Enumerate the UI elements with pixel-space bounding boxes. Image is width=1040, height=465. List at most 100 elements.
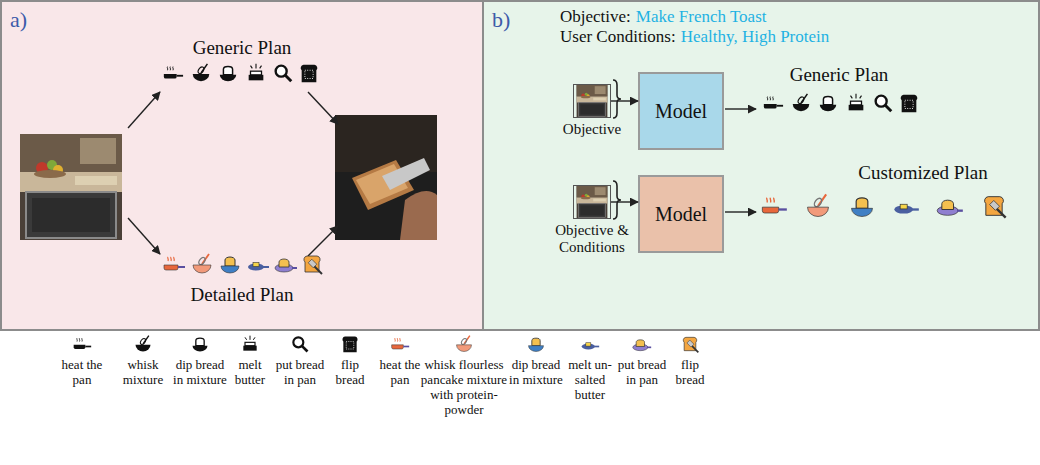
field-name: Objective: [560,7,631,27]
detailed-plan-icons [304,256,322,274]
input-label: Objective [547,121,637,138]
customized-plan-icons [894,204,919,213]
legend-entry: melt butter [228,358,273,388]
objective-thumbnail: Objective & Conditions [573,185,611,219]
legend-icons [529,338,544,351]
generic-plan-icons [249,64,264,81]
customized-plan-icons [762,194,1005,217]
thumbnail-photo [577,186,608,218]
panel-b: ObjectiveModelObjective & ConditionsMode… [483,0,1040,331]
panel-label: b) [492,7,510,32]
detailed-plan-icons [221,257,239,273]
legend-icons [392,338,410,349]
legend-icons [293,337,307,351]
legend-text: melt butter [228,358,273,388]
detailed-plan-icons [248,263,269,271]
field-value: Healthy, High Protein [681,27,830,47]
generic-plan-icons [764,97,783,109]
flow-arrow [128,92,756,256]
legend-icons [74,336,699,353]
legend-text: flip bread [670,358,710,388]
result-photo [335,115,437,240]
generic-plan-icons [301,65,318,82]
legend-icons [582,343,600,350]
result-photo [400,191,437,240]
model-box: Model [638,175,724,253]
legend-entry: put bread in pan [613,358,671,388]
legend-entry: dip bread in mixture [507,358,565,388]
legend-text: whisk flourless pancake mixture with pro… [417,358,512,418]
legend-icons [342,337,357,353]
generic-plan-icons [793,94,810,111]
start-photo [20,134,122,240]
plan-title: Generic Plan [790,64,889,86]
generic-plan-icons [876,96,892,112]
generic-plan-icons [764,94,917,112]
legend-text: put bread in pan [271,358,329,388]
generic-plan-icons [849,94,864,111]
detailed-plan-icons [164,257,185,270]
plan-title: Detailed Plan [191,284,294,306]
plan-title: Customized Plan [858,162,987,184]
legend-icons [193,338,208,351]
thumbnail-photo [574,85,610,117]
flow-arrow [308,92,338,124]
result-photo [335,172,437,240]
thumbnail-photo [577,85,608,117]
legend-text: dip bread in mixture [507,358,565,388]
brace [613,80,621,219]
generic-plan-icons [164,64,317,82]
legend-text: melt un-salted butter [565,358,615,403]
customized-plan-icons [985,197,1006,218]
detailed-plan-icons [193,254,211,273]
legend-entry: heat the pan [52,358,112,388]
legend-icons [633,340,651,351]
brace [613,181,621,219]
generic-plan-icons [820,97,837,112]
flow-arrow [611,201,638,202]
generic-plan-icons [220,67,237,82]
generic-plan-icons [276,66,292,82]
legend-entry: whisk flourless pancake mixture with pro… [417,358,512,418]
result-photo [356,164,408,204]
objective-thumbnail: Objective [573,84,611,118]
legend-entry: melt un-salted butter [565,358,615,403]
legend-text: put bread in pan [613,358,671,388]
model-box: Model [638,72,724,150]
flow-arrow [308,226,338,256]
generic-plan-icons [193,64,210,81]
plan-title: Generic Plan [193,37,292,59]
legend-entry: whisk mixture [113,358,173,388]
legend-icons [74,338,92,349]
legend-entry: flip bread [670,358,710,388]
flow-arrow [725,108,756,109]
customized-plan-icons [937,200,963,215]
customized-plan-icons [852,198,873,217]
customized-plan-icons [762,198,787,213]
detailed-plan-icons [164,254,322,274]
generic-plan-icons [164,67,183,79]
start-photo [20,134,122,240]
model-label: Model [655,203,707,226]
flow-arrow [611,100,638,101]
legend-icons [243,336,256,351]
legend-entry: dip bread in mixture [171,358,229,388]
input-label: Objective & Conditions [547,222,637,257]
legend-entry: put bread in pan [271,358,329,388]
panel-a: a) Generic PlanDetailed Plan [0,0,483,331]
result-photo [335,115,437,240]
legend-icons [457,336,472,352]
legend-text: dip bread in mixture [171,358,229,388]
legend-icons [683,337,698,352]
customized-plan-icons [808,194,829,216]
flow-arrow [128,218,160,254]
field-value: Make French Toast [636,7,767,27]
result-photo [352,160,414,210]
legend-entry: flip bread [330,358,370,388]
legend-icons [136,336,151,352]
legend-text: whisk mixture [113,358,173,388]
panel-label: a) [10,7,27,32]
flow-arrow [725,211,756,212]
thumbnail-photo [574,186,610,218]
model-label: Model [655,100,707,123]
